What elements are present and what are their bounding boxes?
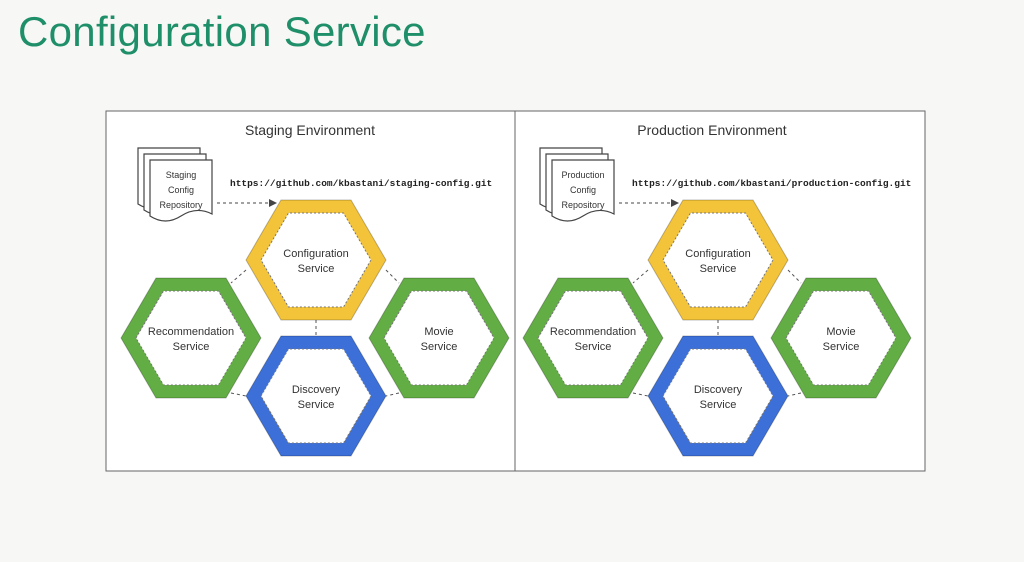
- service-connector: [230, 392, 247, 397]
- service-connector: [385, 392, 400, 397]
- movie-hexagon-inner: [785, 290, 897, 386]
- movie-hexagon-inner: [383, 290, 495, 386]
- discovery-hexagon-inner: [260, 348, 372, 444]
- configuration-service-label: Service: [700, 263, 737, 275]
- repository-page: [551, 159, 615, 222]
- service-connector: [787, 392, 802, 397]
- recommendation-hexagon-inner: [537, 290, 649, 386]
- discovery-service-label: Discovery: [694, 384, 743, 396]
- slide-title: Configuration Service: [18, 8, 426, 55]
- panel-title: Staging Environment: [245, 122, 375, 138]
- discovery-service-label: Discovery: [292, 384, 341, 396]
- movie-service-label: Movie: [826, 326, 855, 338]
- movie-service-label: Service: [823, 341, 860, 353]
- movie-service-label: Service: [421, 341, 458, 353]
- staging-environment-panel: Staging EnvironmentStagingConfigReposito…: [120, 122, 510, 457]
- service-connector: [632, 392, 649, 397]
- recommendation-hexagon-inner: [135, 290, 247, 386]
- repository-label: Config: [570, 185, 596, 195]
- discovery-hexagon-inner: [662, 348, 774, 444]
- repository-label: Config: [168, 185, 194, 195]
- configuration-hexagon-inner: [662, 212, 774, 308]
- repository-label: Production: [561, 170, 604, 180]
- recommendation-service-label: Service: [575, 341, 612, 353]
- movie-service-label: Movie: [424, 326, 453, 338]
- repository-label: Repository: [159, 200, 203, 210]
- repository-label: Staging: [166, 170, 197, 180]
- recommendation-service-label: Recommendation: [550, 326, 636, 338]
- production-environment-panel: Production EnvironmentProductionConfigRe…: [522, 122, 912, 457]
- recommendation-service-label: Service: [173, 341, 210, 353]
- repository-label: Repository: [561, 200, 605, 210]
- configuration-service-label: Configuration: [283, 248, 348, 260]
- configuration-service-label: Configuration: [685, 248, 750, 260]
- discovery-service-label: Service: [298, 399, 335, 411]
- panel-title: Production Environment: [637, 122, 787, 138]
- configuration-service-label: Service: [298, 263, 335, 275]
- configuration-hexagon-inner: [260, 212, 372, 308]
- repository-url: https://github.com/kbastani/production-c…: [632, 178, 911, 189]
- repository-page: [149, 159, 213, 222]
- recommendation-service-label: Recommendation: [148, 326, 234, 338]
- repository-url: https://github.com/kbastani/staging-conf…: [230, 178, 492, 189]
- discovery-service-label: Service: [700, 399, 737, 411]
